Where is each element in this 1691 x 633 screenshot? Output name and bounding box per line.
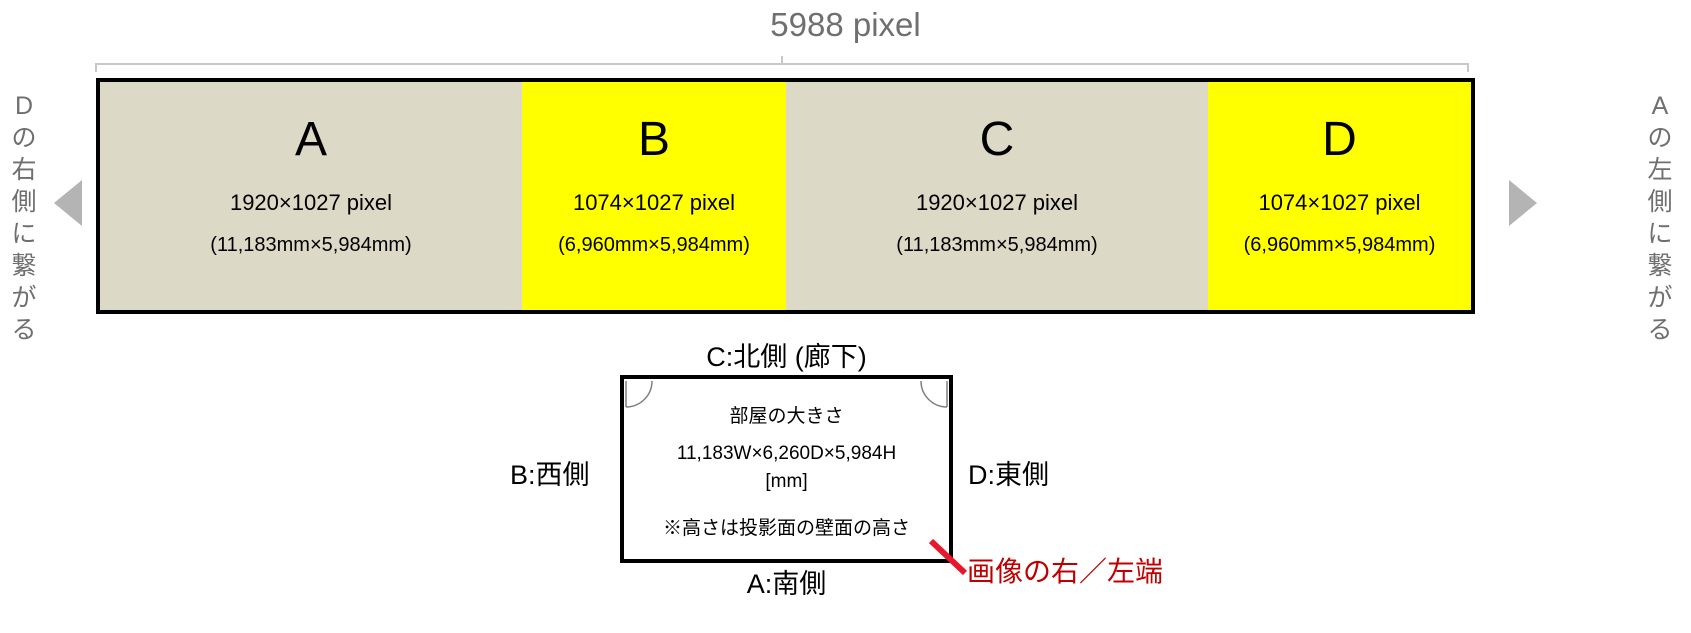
room-plan: 部屋の大きさ 11,183W×6,260D×5,984H [mm] ※高さは投影… [620, 375, 953, 563]
door-icon [625, 380, 948, 408]
segment-c: C 1920×1027 pixel (11,183mm×5,984mm) [786, 82, 1208, 310]
edge-label: 画像の右／左端 [967, 556, 1164, 587]
segment-mm: (11,183mm×5,984mm) [210, 234, 412, 256]
segment-letter: B [637, 113, 670, 166]
segment-d: D 1074×1027 pixel (6,960mm×5,984mm) [1208, 82, 1471, 310]
room-units: [mm] [765, 471, 808, 492]
width-brace [95, 56, 1469, 72]
segment-pixels: 1920×1027 pixel [229, 190, 393, 215]
panorama-strip: A 1920×1027 pixel (11,183mm×5,984mm) B 1… [96, 78, 1475, 314]
north-label: C:北側 (廊下) [706, 342, 867, 372]
right-arrow-icon [1509, 180, 1537, 226]
segment-a: A 1920×1027 pixel (11,183mm×5,984mm) [100, 82, 522, 310]
room-title: 部屋の大きさ [729, 406, 844, 427]
total-width-label: 5988 pixel [770, 6, 921, 43]
segment-pixels: 1920×1027 pixel [915, 190, 1079, 215]
west-label: B:西側 [510, 460, 590, 490]
segment-letter: A [294, 113, 327, 166]
room-dimensions: 11,183W×6,260D×5,984H [676, 443, 897, 464]
room-height-note: ※高さは投影面の壁面の高さ [662, 518, 910, 539]
segment-mm: (6,960mm×5,984mm) [1243, 234, 1436, 256]
segment-pixels: 1074×1027 pixel [1258, 190, 1421, 215]
segment-pixels: 1074×1027 pixel [572, 190, 736, 215]
south-label: A:南側 [746, 569, 827, 599]
east-label: D:東側 [968, 460, 1049, 490]
left-arrow-icon [54, 180, 82, 226]
segment-mm: (6,960mm×5,984mm) [558, 234, 750, 256]
segment-mm: (11,183mm×5,984mm) [896, 234, 1098, 256]
edge-marker-icon [928, 538, 968, 576]
segment-letter: D [1322, 113, 1357, 166]
segment-b: B 1074×1027 pixel (6,960mm×5,984mm) [522, 82, 786, 310]
segment-letter: C [979, 113, 1015, 166]
